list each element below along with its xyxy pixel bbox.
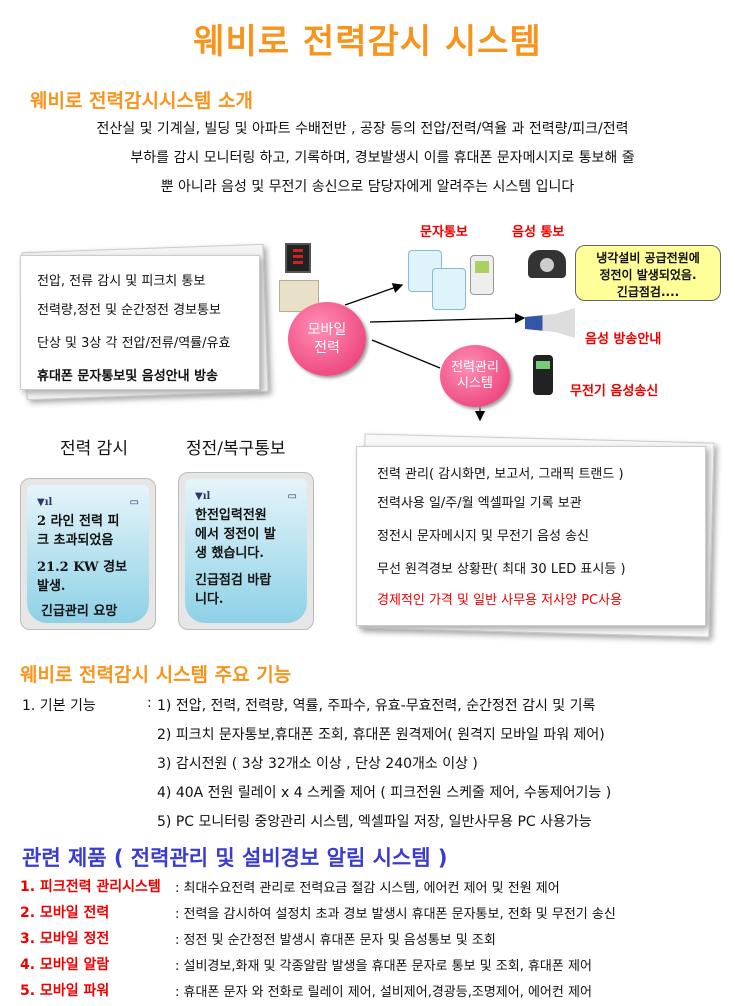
feature-item: 4) 40A 전원 릴레이 x 4 스케줄 제어 ( 피크전원 스케줄 제어, …: [157, 785, 612, 801]
features-label: 1. 기본 기능: [22, 698, 96, 714]
product-desc: : 최대수요전력 관리로 전력요금 절감 시스템, 에어컨 제어 및 전원 제어: [175, 881, 560, 896]
power-meter-icon: [285, 243, 311, 273]
walkie-talkie-icon: [533, 355, 553, 395]
note-line: 전력 관리( 감시화면, 보고서, 그래픽 트랜드 ): [377, 467, 624, 482]
product-name: 2. 모바일 전력: [20, 905, 110, 921]
features-note-card: 전압, 전류 감시 및 피크치 통보 전력량,정전 및 순간정전 경보통보 단상…: [20, 255, 260, 390]
phone-screen-monitor: ▼ıl ▭ 2 라인 전력 피 크 초과되었음 21.2 KW 경보 발생. 긴급…: [20, 478, 156, 630]
features-heading: 웨비로 전력감시 시스템 주요 기능: [20, 664, 292, 686]
phone-text: 2 라인 전력 피: [37, 514, 120, 529]
battery-icon: ▭: [287, 491, 297, 502]
sms-screen-icon: [432, 268, 466, 310]
product-desc: : 정전 및 순간정전 발생시 휴대폰 문자 및 음성통보 및 조회: [175, 933, 496, 948]
phone-text: 크 초과되었음: [37, 533, 114, 548]
intro-heading: 웨비로 전력감시시스템 소개: [30, 90, 253, 112]
product-desc: : 전력을 감시하여 설정치 초과 경보 발생시 휴대폰 문자통보, 전화 및 …: [175, 907, 616, 922]
telephone-icon: [528, 250, 566, 278]
note-line: 전력량,정전 및 순간정전 경보통보: [37, 303, 221, 318]
product-name: 5. 모바일 파워: [20, 983, 110, 999]
system-note-card: 전력 관리( 감시화면, 보고서, 그래픽 트랜드 ) 전력사용 일/주/월 엑…: [356, 446, 706, 626]
product-item: 2. 모바일 전력 : 전력을 감시하여 설정치 초과 경보 발생시 휴대폰 문자…: [20, 902, 616, 928]
node-label: 전력: [314, 340, 340, 356]
note-line: 전압, 전류 감시 및 피크치 통보: [37, 274, 206, 289]
product-name: 4. 모바일 알람: [20, 957, 110, 973]
note-line: 무선 원격경보 상황판( 최대 30 LED 표시등 ): [377, 562, 626, 577]
feature-item: 5) PC 모니터링 중앙관리 시스템, 엑셀파일 저장, 일반사무용 PC 사…: [157, 814, 592, 830]
broadcast-label: 음성 방송안내: [585, 332, 662, 347]
node-label: 시스템: [457, 376, 493, 391]
sms-label: 문자통보: [420, 225, 468, 240]
speech-bubble: 냉각설비 공급전원에 정전이 발생되었음. 긴급점검....: [575, 245, 721, 301]
cell-phone-icon: [470, 255, 494, 295]
phone-screen-outage: ▼ıl ▭ 한전입력전원 에서 정전이 발 생 했습니다. 긴급점검 바랍 니다.: [178, 472, 314, 630]
bubble-line: 긴급점검....: [616, 285, 680, 299]
page-title: 웨비로 전력감시 시스템: [193, 22, 542, 62]
radio-label: 무전기 음성송신: [570, 384, 659, 399]
products-list: 1. 피크전력 관리시스템 : 최대수요전력 관리로 전력요금 절감 시스템, 에…: [20, 876, 616, 1006]
node-label: 모바일: [307, 322, 347, 338]
outage-label: 정전/복구통보: [186, 439, 286, 459]
product-name: 1. 피크전력 관리시스템: [20, 879, 161, 895]
signal-icon: ▼ıl: [37, 497, 53, 508]
phone-text: 발생.: [37, 579, 66, 594]
signal-icon: ▼ıl: [195, 491, 211, 502]
feature-item: 3) 감시전원 ( 3상 32개소 이상 , 단상 240개소 이상 ): [157, 756, 478, 772]
note-line: 경제적인 가격 및 일반 사무용 저사양 PC사용: [377, 593, 623, 608]
intro-paragraph: 전산실 및 기계실, 빌딩 및 아파트 수배전반 , 공장 등의 전압/전력/역…: [0, 115, 735, 202]
phone-text: 21.2 KW 경보: [37, 560, 128, 575]
status-bar: ▼ıl ▭: [37, 493, 139, 512]
bubble-line: 정전이 발생되었음.: [599, 268, 697, 282]
status-bar: ▼ıl ▭: [195, 487, 297, 506]
product-item: 5. 모바일 파워 : 휴대폰 문자 와 전화로 릴레이 제어, 설비제어,경광등…: [20, 980, 592, 1006]
bubble-line: 냉각설비 공급전원에: [596, 251, 700, 265]
product-item: 3. 모바일 정전 : 정전 및 순간정전 발생시 휴대폰 문자 및 음성통보 및…: [20, 928, 496, 954]
note-line: 단상 및 3상 각 전압/전류/역률/유효: [37, 336, 231, 351]
voice-label: 음성 통보: [512, 225, 565, 240]
intro-line: 부하를 감시 모니터링 하고, 기록하며, 경보발생시 이를 휴대폰 문자메시지…: [130, 150, 635, 166]
product-name: 3. 모바일 정전: [20, 931, 110, 947]
phone-text: 에서 정전이 발: [195, 527, 276, 542]
features-list: 1) 전압, 전력, 전력량, 역률, 주파수, 유효-무효전력, 순간정전 감…: [157, 695, 611, 840]
note-line: 전력사용 일/주/월 엑셀파일 기록 보관: [377, 496, 582, 511]
note-line: 정전시 문자메시지 및 무전기 음성 송신: [377, 529, 590, 544]
product-desc: : 휴대폰 문자 와 전화로 릴레이 제어, 설비제어,경광등,조명제어, 에어…: [175, 985, 592, 1000]
note-line: 휴대폰 문자통보및 음성안내 방송: [37, 369, 219, 384]
feature-item: 2) 피크치 문자통보,휴대폰 조회, 휴대폰 원격제어( 원격지 모바일 파워…: [157, 727, 605, 743]
feature-item: 1) 전압, 전력, 전력량, 역률, 주파수, 유효-무효전력, 순간정전 감…: [157, 698, 596, 714]
products-heading: 관련 제품 ( 전력관리 및 설비경보 알림 시스템 ): [22, 846, 448, 870]
product-desc: : 설비경보,화재 및 각종알람 발생을 휴대폰 문자로 통보 및 조회, 휴대…: [175, 959, 592, 974]
intro-line: 전산실 및 기계실, 빌딩 및 아파트 수배전반 , 공장 등의 전압/전력/역…: [96, 121, 629, 137]
node-label: 전력관리: [451, 360, 499, 375]
monitor-label: 전력 감시: [60, 439, 128, 459]
phone-text: 한전입력전원: [195, 508, 267, 523]
phone-text: 긴급관리 요망: [41, 604, 118, 619]
product-item: 4. 모바일 알람 : 설비경보,화재 및 각종알람 발생을 휴대폰 문자로 통보…: [20, 954, 592, 980]
phone-text: 긴급점검 바랍: [195, 573, 272, 588]
product-item: 1. 피크전력 관리시스템 : 최대수요전력 관리로 전력요금 절감 시스템, 에…: [20, 876, 560, 902]
features-colon: :: [147, 695, 152, 711]
phone-text: 니다.: [195, 592, 224, 607]
phone-text: 생 했습니다.: [195, 546, 264, 561]
battery-icon: ▭: [129, 497, 139, 508]
intro-line: 뿐 아니라 음성 및 무전기 송신으로 담당자에게 알려주는 시스템 입니다: [160, 179, 575, 195]
